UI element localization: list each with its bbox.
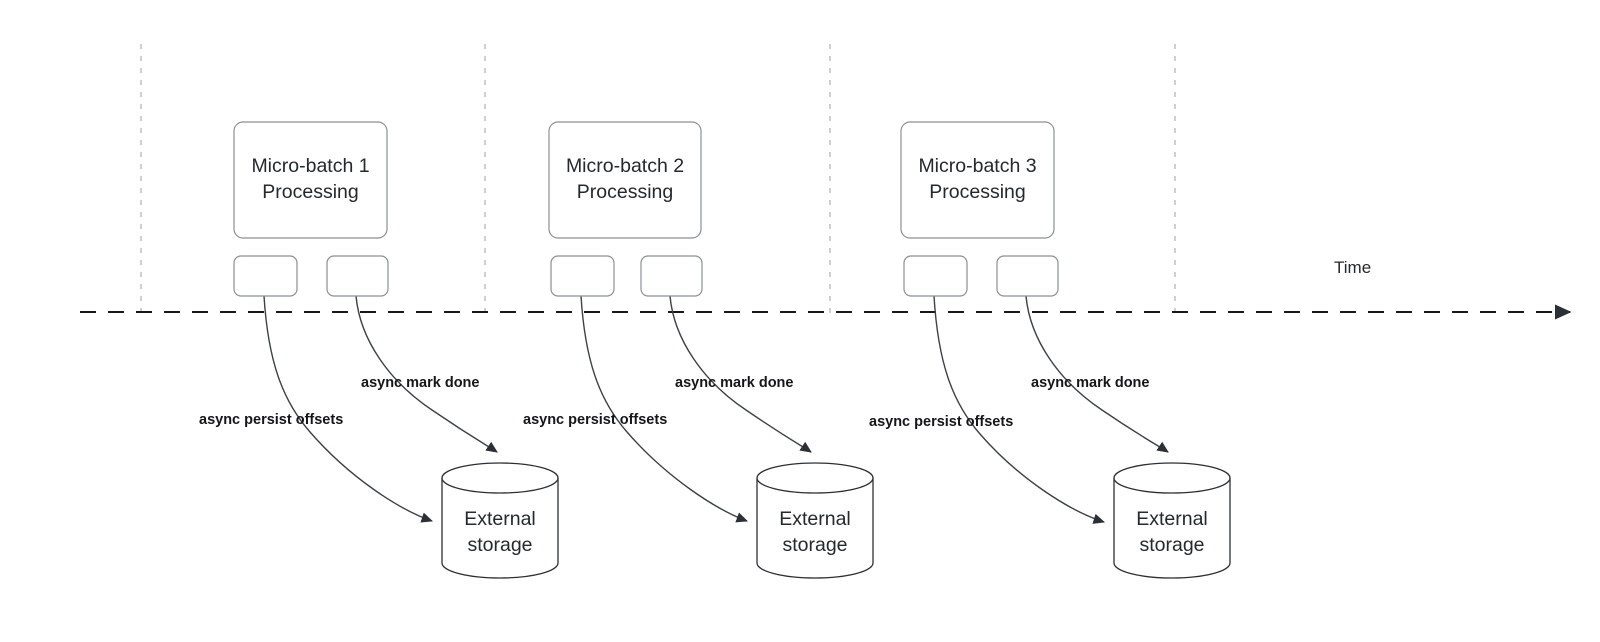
timeline-axis-group: Time: [80, 258, 1572, 320]
micro-batch-1-title-line1: Micro-batch 1: [251, 155, 369, 177]
time-axis-label: Time: [1334, 258, 1371, 277]
micro-batch-2-external-storage-cylinder-top: [756, 477, 874, 494]
micro-batch-3-task-box-markdone[interactable]: [996, 255, 1059, 297]
micro-batch-3-edge-async-persist-offsets: [933, 295, 1106, 524]
micro-batch-3-edge-async-persist-offsets-label: async persist offsets: [869, 414, 1013, 430]
micro-batch-1-edge-async-persist-offsets: [263, 295, 433, 523]
micro-batch-2-title-line2: Processing: [577, 181, 673, 203]
micro-batch-3-external-storage-cylinder-top: [1113, 477, 1231, 494]
micro-batch-3-title-line2: Processing: [929, 181, 1025, 203]
micro-batch-1-box[interactable]: [233, 121, 388, 239]
micro-batch-3-edge-async-mark-done: [1025, 295, 1169, 453]
edges-group: [263, 295, 1169, 524]
micro-batch-3-storage-label-line1: External: [1136, 508, 1208, 530]
micro-batch-2-storage-label-line2: storage: [782, 534, 847, 556]
micro-batch-3-edge-async-mark-done-label: async mark done: [1031, 375, 1149, 391]
micro-batch-2-title-line1: Micro-batch 2: [566, 155, 684, 177]
micro-batch-1-external-storage-cylinder[interactable]: [441, 462, 559, 579]
micro-batch-2-edge-async-mark-done: [669, 295, 812, 453]
micro-batch-1-edge-async-mark-done-label: async mark done: [361, 375, 479, 391]
micro-batch-1-storage-label-line2: storage: [467, 534, 532, 556]
micro-batch-3-title-line1: Micro-batch 3: [918, 155, 1036, 177]
micro-batch-2-external-storage-cylinder[interactable]: [756, 462, 874, 579]
micro-batch-1-edge-async-persist-offsets-label: async persist offsets: [199, 412, 343, 428]
micro-batch-3-external-storage-cylinder[interactable]: [1113, 462, 1231, 579]
edge-labels-group: async persist offsets async mark done asyn…: [199, 375, 1149, 430]
micro-batch-2-edge-async-mark-done-label: async mark done: [675, 375, 793, 391]
guide-lines-group: [140, 44, 1176, 316]
micro-batch-1-task-box-persist[interactable]: [233, 255, 298, 297]
micro-batch-3-storage-label-line2: storage: [1139, 534, 1204, 556]
micro-batch-1-title-line2: Processing: [262, 181, 358, 203]
micro-batch-1-edge-async-mark-done: [355, 295, 498, 453]
micro-batch-1-external-storage-cylinder-top: [441, 477, 559, 494]
micro-batch-1-storage-label-line1: External: [464, 508, 536, 530]
micro-batch-2-task-box-persist[interactable]: [550, 255, 615, 297]
micro-batch-1-task-box-markdone[interactable]: [326, 255, 389, 297]
micro-batch-2-edge-async-persist-offsets-label: async persist offsets: [523, 412, 667, 428]
micro-batch-2-edge-async-persist-offsets: [580, 295, 748, 523]
micro-batch-2-box[interactable]: [548, 121, 702, 239]
micro-batch-2-storage-label-line1: External: [779, 508, 851, 530]
micro-batch-3-box[interactable]: [900, 121, 1055, 239]
micro-batch-3-task-box-persist[interactable]: [903, 255, 968, 297]
micro-batch-2-task-box-markdone[interactable]: [640, 255, 703, 297]
